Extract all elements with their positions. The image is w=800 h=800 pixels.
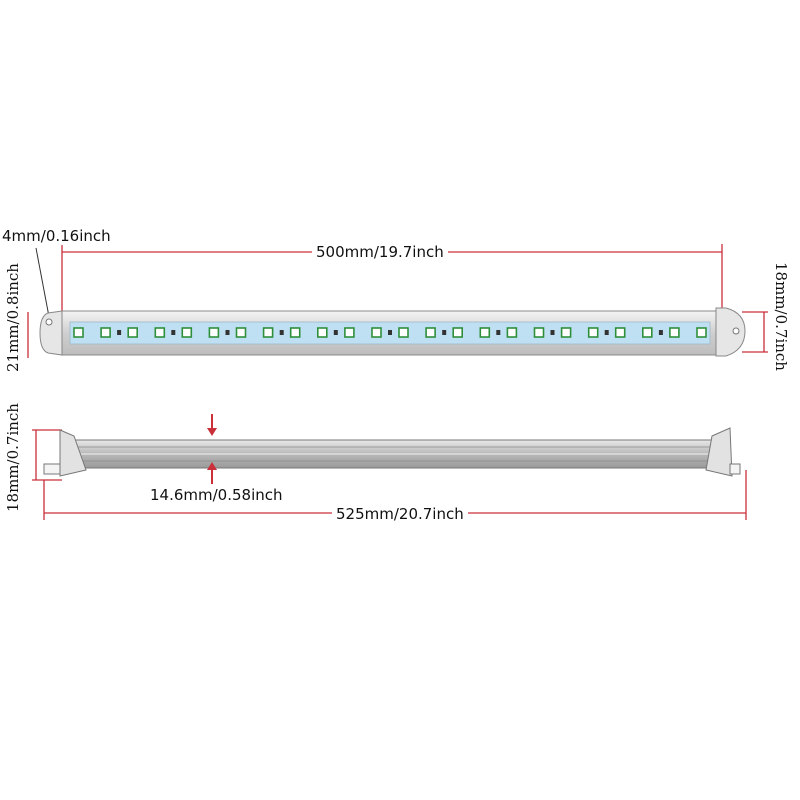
led-chip (73, 327, 84, 338)
total-length-label: 525mm/20.7inch (332, 505, 468, 523)
resistor-chip (442, 330, 447, 335)
resistor-chip (117, 330, 122, 335)
resistor-chip (388, 330, 392, 335)
side-right-connector (729, 463, 741, 475)
led-chip (425, 327, 436, 338)
side-right-end-cap (705, 427, 733, 477)
led-chip (560, 327, 572, 338)
left-cap-screw-hole (45, 318, 53, 326)
led-chip (208, 327, 220, 338)
profile-height-label: 14.6mm/0.58inch (150, 486, 283, 504)
led-chip (289, 327, 301, 338)
profile-height-arrows (207, 414, 217, 484)
led-chip (452, 327, 464, 338)
led-chip (696, 327, 707, 338)
resistor-chip (279, 330, 284, 335)
led-chip (344, 327, 355, 338)
side-view (32, 414, 747, 520)
resistor-chip (604, 330, 609, 335)
side-left-connector (43, 463, 61, 475)
side-left-end-cap (59, 429, 87, 477)
led-chips (73, 327, 707, 338)
width-right-dimension-line (742, 311, 768, 353)
led-chip (614, 327, 626, 338)
resistor-chip (496, 330, 501, 335)
height-left-dimension-line (32, 429, 62, 481)
led-chip (506, 327, 518, 338)
led-chip (398, 327, 409, 338)
led-chip (154, 327, 166, 338)
width-left-label: 21mm/0.8inch (4, 263, 22, 372)
led-chip (669, 327, 680, 338)
cap-leader-line (35, 247, 51, 323)
led-chip (533, 327, 545, 338)
led-chip (235, 327, 247, 338)
resistor-chip (225, 330, 230, 335)
right-cap-screw-hole (732, 327, 740, 335)
width-right-label: 18mm/0.7inch (772, 262, 790, 371)
led-chip (262, 327, 274, 338)
led-chip (479, 327, 491, 338)
right-end-cap (715, 307, 746, 357)
led-chip (181, 327, 193, 338)
resistor-chip (658, 330, 663, 335)
height-left-label: 18mm/0.7inch (4, 403, 22, 512)
led-chip (127, 327, 138, 338)
resistor-chip (333, 330, 338, 335)
cap-width-label: 4mm/0.16inch (2, 227, 111, 245)
led-chip (100, 327, 111, 338)
top-length-label: 500mm/19.7inch (312, 243, 448, 261)
led-chip (641, 327, 653, 338)
resistor-chip (550, 330, 555, 335)
top-view (27, 244, 768, 358)
led-chip (371, 327, 382, 338)
led-chip (587, 327, 599, 338)
resistor-chip (171, 330, 176, 335)
led-chip (316, 327, 328, 338)
left-end-cap (39, 310, 63, 356)
